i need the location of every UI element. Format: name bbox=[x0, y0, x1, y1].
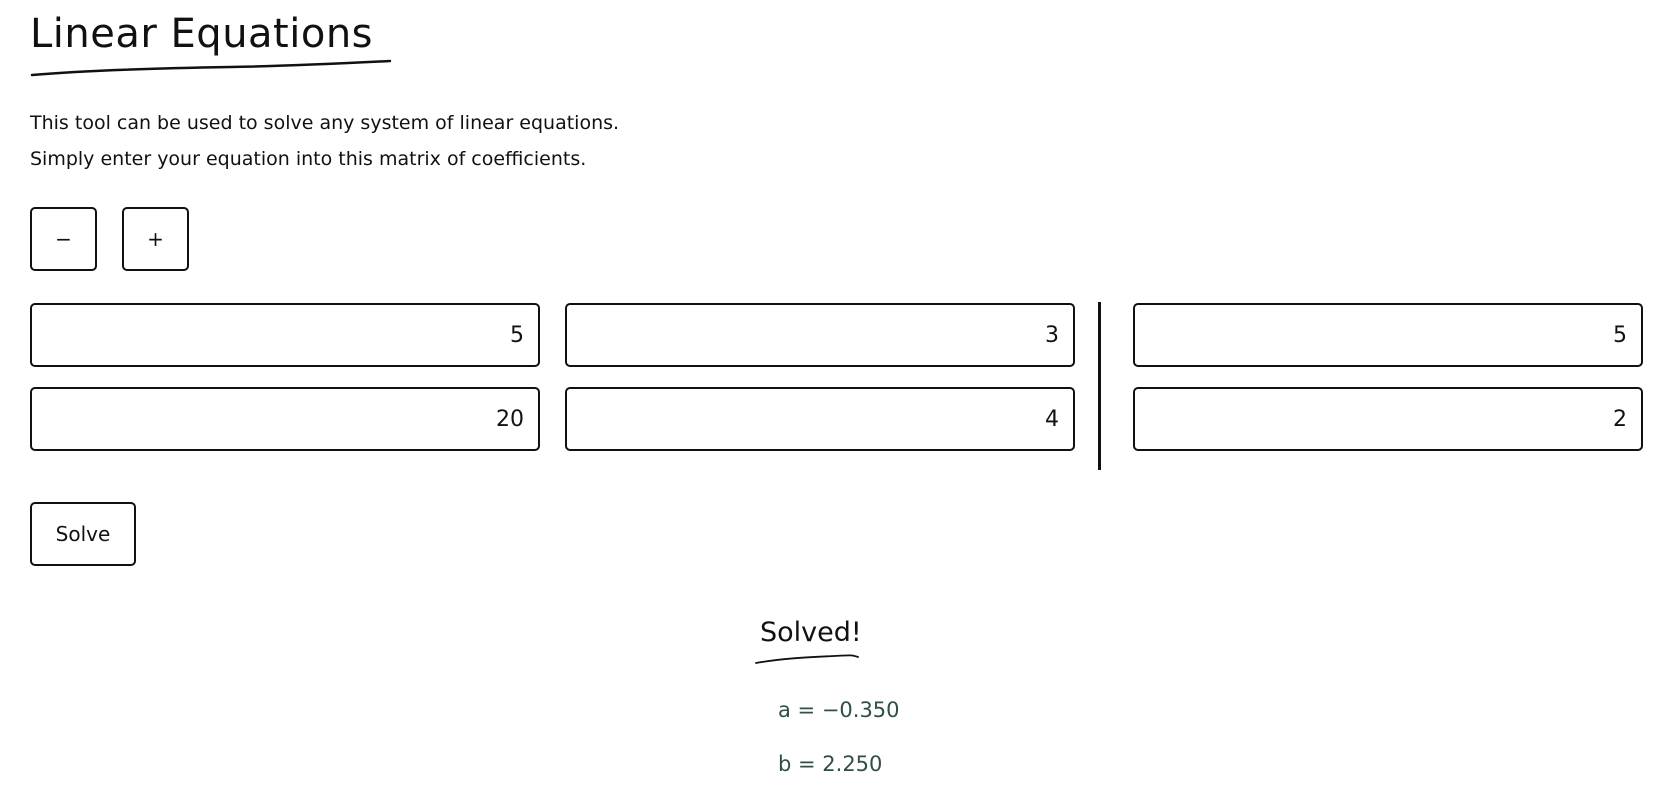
intro-line-2: Simply enter your equation into this mat… bbox=[30, 148, 587, 170]
solve-button[interactable]: Solve bbox=[30, 502, 136, 566]
page-title: Linear Equations bbox=[30, 11, 374, 57]
coefficient-input-r2-c1[interactable] bbox=[30, 387, 540, 451]
coefficient-input-r1-c2[interactable] bbox=[565, 303, 1075, 367]
constant-input-r1[interactable] bbox=[1133, 303, 1643, 367]
page-container: Linear Equations This tool can be used t… bbox=[30, 0, 1643, 808]
coefficient-input-r1-c1[interactable] bbox=[30, 303, 540, 367]
constant-input-r2[interactable] bbox=[1133, 387, 1643, 451]
add-row-button[interactable]: + bbox=[122, 207, 189, 271]
solution-b: b = 2.250 bbox=[778, 752, 883, 776]
coefficient-input-r2-c2[interactable] bbox=[565, 387, 1075, 451]
remove-row-button[interactable]: − bbox=[30, 207, 97, 271]
solution-a: a = −0.350 bbox=[778, 698, 900, 722]
title-underline bbox=[30, 59, 392, 77]
result-underline bbox=[755, 654, 859, 664]
intro-text: This tool can be used to solve any syste… bbox=[30, 105, 619, 177]
augmented-divider bbox=[1098, 302, 1101, 470]
result-title: Solved! bbox=[760, 617, 862, 648]
title-block: Linear Equations bbox=[30, 8, 392, 77]
intro-line-1: This tool can be used to solve any syste… bbox=[30, 112, 620, 134]
